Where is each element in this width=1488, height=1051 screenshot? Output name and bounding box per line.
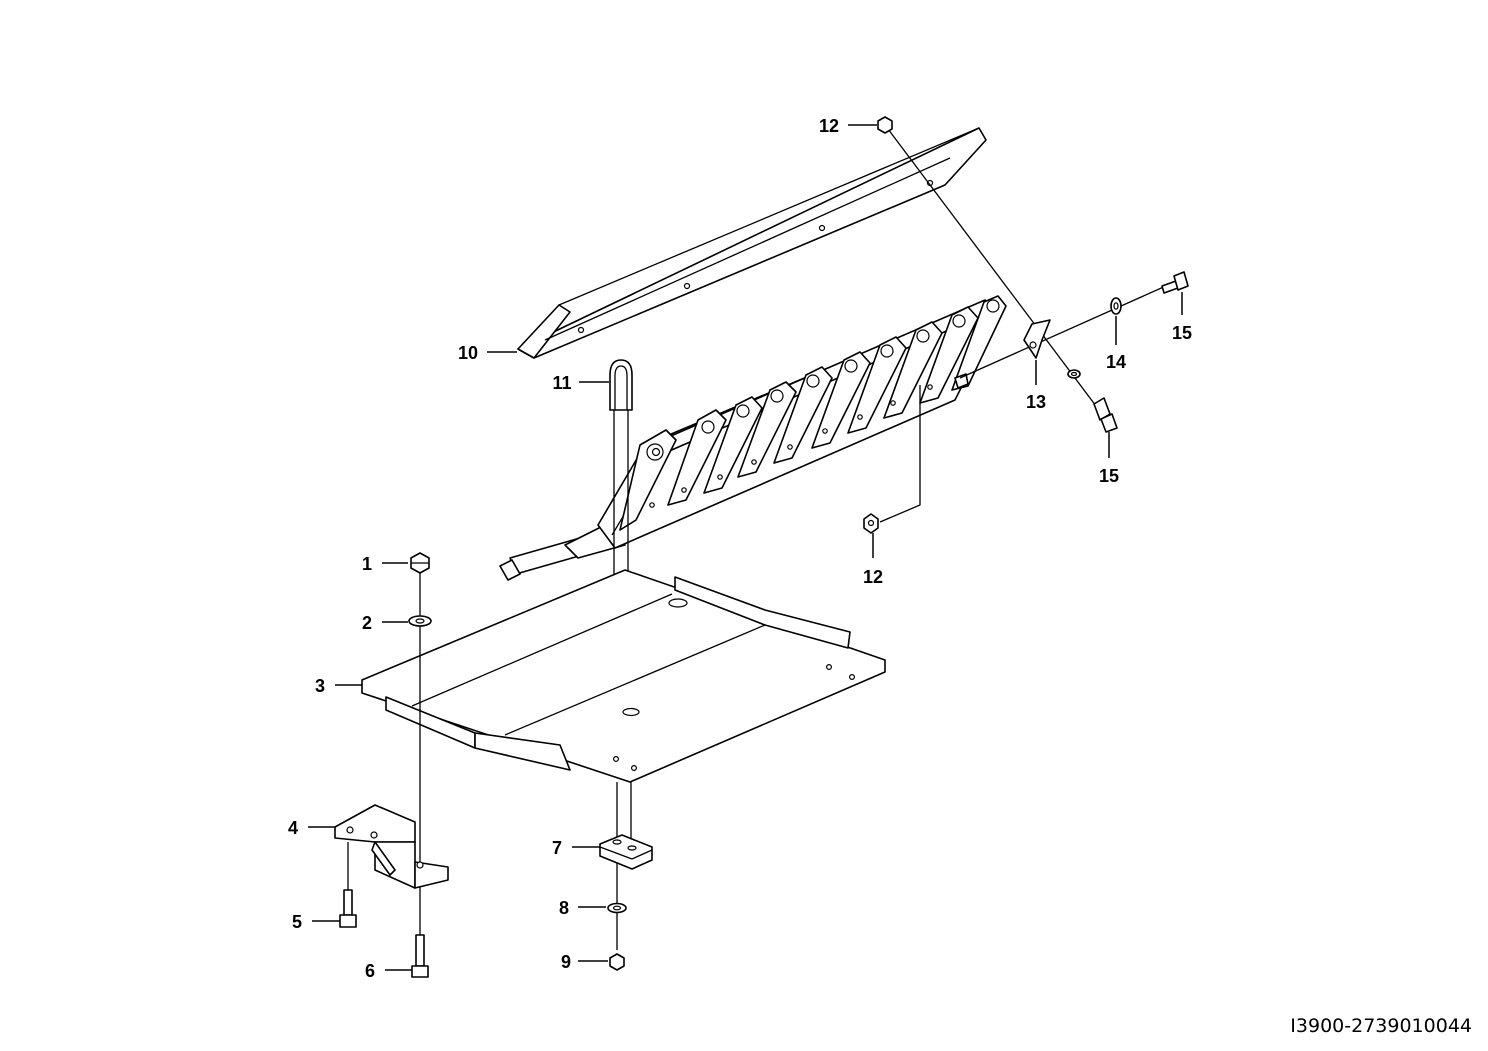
callout-4: 4 <box>288 818 298 838</box>
clip-part-13 <box>1023 319 1051 359</box>
deflector-strip-part-10 <box>517 127 987 359</box>
callout-10: 10 <box>458 343 478 363</box>
callout-11: 11 <box>552 373 571 393</box>
base-plate-part-3 <box>361 569 886 783</box>
callout-8: 8 <box>559 898 569 918</box>
callout-leaders <box>308 124 1183 971</box>
bolt-part-6 <box>411 934 429 978</box>
callout-labels: 1 2 3 4 5 6 7 8 9 10 11 12 12 13 14 15 1… <box>288 116 1192 981</box>
callout-1: 1 <box>362 554 372 574</box>
nut-part-12-bottom <box>863 385 921 534</box>
assembly-line-diagonal <box>884 124 1106 419</box>
callout-9: 9 <box>561 952 571 972</box>
callout-2: 2 <box>362 613 372 633</box>
finger-hubs <box>646 299 1000 508</box>
nut-part-12-top <box>877 116 893 134</box>
nut-part-9 <box>609 953 625 971</box>
callout-3: 3 <box>315 676 325 696</box>
washer-part-14 <box>1110 297 1122 315</box>
callout-7: 7 <box>552 838 562 858</box>
callout-13: 13 <box>1026 392 1046 412</box>
bolt-part-5 <box>339 842 357 928</box>
comb-hinge-assembly <box>499 295 1007 581</box>
document-id: I3900-2739010044 <box>1290 1015 1472 1037</box>
washer-diagonal <box>1067 369 1081 379</box>
bolt-part-15-upper <box>1161 271 1189 294</box>
nut-part-1 <box>410 552 430 574</box>
bracket-part-4 <box>334 804 449 889</box>
bolt-part-15-lower <box>1093 397 1118 433</box>
callout-15-upper: 15 <box>1172 323 1192 343</box>
washer-part-2 <box>408 615 432 627</box>
callout-5: 5 <box>292 912 302 932</box>
callout-6: 6 <box>365 961 375 981</box>
callout-12-bottom: 12 <box>863 567 883 587</box>
assembly-line-right <box>959 284 1169 379</box>
callout-15-lower: 15 <box>1099 466 1119 486</box>
callout-12-top: 12 <box>819 116 839 136</box>
clamp-block-part-7 <box>599 834 653 870</box>
washer-part-8 <box>607 902 627 914</box>
callout-14: 14 <box>1106 352 1126 372</box>
comb-fingers <box>619 295 1007 531</box>
